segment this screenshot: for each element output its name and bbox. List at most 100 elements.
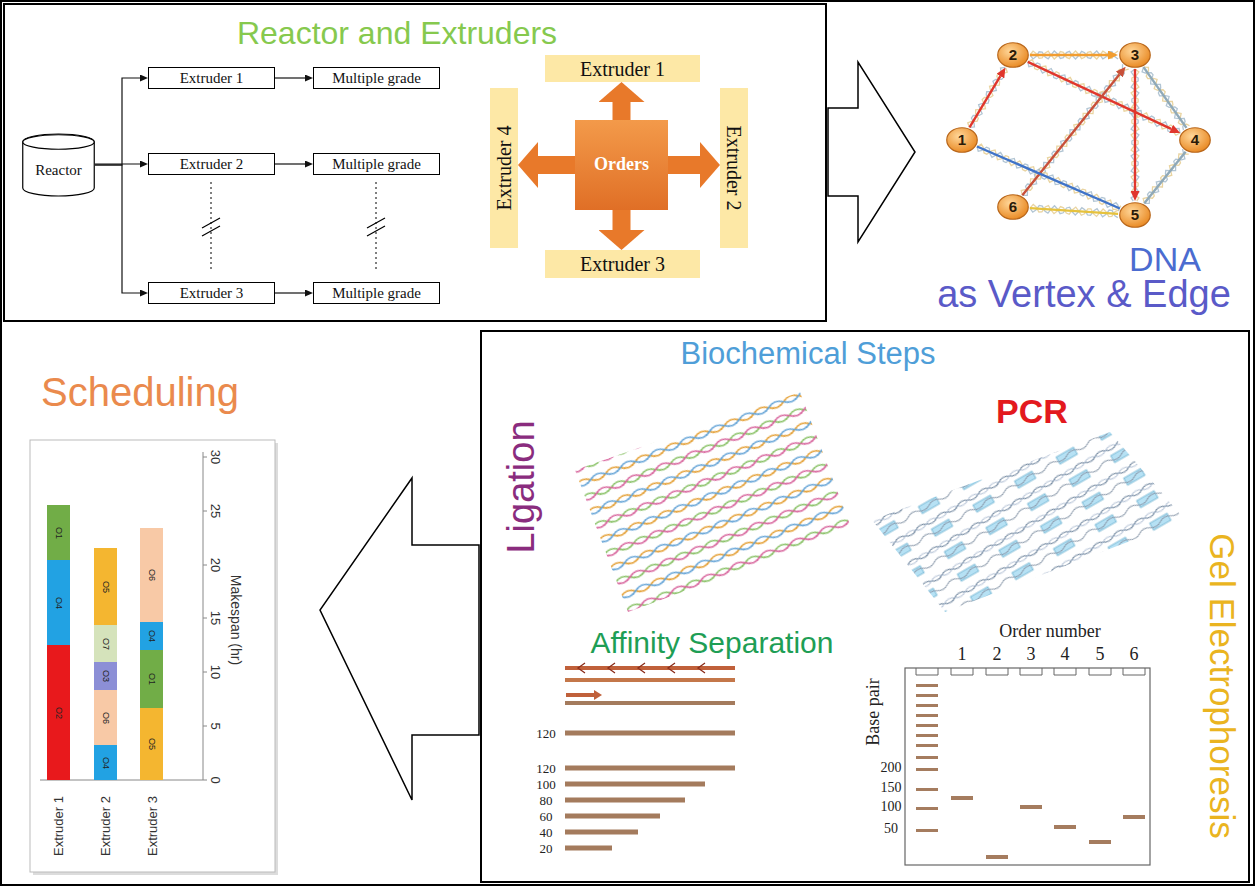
order-arrow [613,102,631,120]
schedule-bar-segment: O5 [140,708,163,780]
node-text: Extruder 4 [493,126,515,211]
cylinder-body [23,134,95,196]
process-box: Extruder 1 [148,67,275,89]
lane-number: 6 [1130,645,1139,665]
illustration-part [566,693,596,697]
axis-label: Base pair [864,678,884,745]
tick-label: 20 [208,558,222,572]
label-holder: 2 [993,645,1002,665]
flow-arrow-outline [828,62,915,242]
label-holder: 1 [958,645,967,665]
node-text: O1 [147,673,157,685]
schedule-bar-segment: O1 [47,505,70,560]
illustration-part [565,814,660,819]
cylinder-top [23,135,95,150]
dna-edge [1030,54,1108,56]
extruder-box: Extruder 3 [545,250,700,278]
node-text: Extruder 1 [180,70,244,87]
gel-plate [905,668,1150,865]
dna-edge [1028,62,1171,129]
illustration-part [594,690,602,700]
label-holder: 20 [540,839,553,857]
dna-edge [1144,67,1187,128]
label-holder: 0 [207,776,225,783]
node-text: Extruder 3 [580,253,665,275]
node-text: O4 [147,630,157,642]
illustration-part [367,218,385,236]
length-label: 120 [536,762,556,776]
label-holder: Extruder 3 [143,796,161,856]
flow-arrow [275,292,305,293]
illustration-part [565,830,638,835]
vertex-node: 3 [1119,42,1151,68]
dna-edge [1134,69,1136,191]
tick-label: 150 [881,780,902,795]
node-text: O4 [101,756,111,768]
vertex-ellipse [947,128,978,153]
label-holder: Base pair [864,678,884,745]
node-text: 2 [1009,47,1017,64]
illustration-part [905,668,1150,865]
dna-helix [1028,60,1181,136]
node-text: O6 [147,569,157,581]
process-box: Extruder 2 [148,153,275,175]
label-holder: Ligation [501,420,543,553]
illustration-part [1020,805,1042,809]
tick-label: 200 [881,760,902,775]
extruder-box: Extruder 2 [720,88,748,248]
node-text: 6 [1009,199,1017,216]
illustration-part [916,704,938,707]
label-holder: 40 [540,823,553,841]
schedule-bar-segment: O4 [140,622,163,650]
label-holder: 4 [1061,645,1070,665]
orders-hub: Orders [575,120,668,210]
illustration-part [916,668,1145,675]
reactor-cylinder: Reactor [22,134,95,196]
label-holder: 200 [881,758,902,776]
node-text: 5 [1131,207,1139,224]
bar-label: Extruder 2 [99,796,113,856]
node-text: O7 [101,637,111,649]
section-panel: Biochemical Steps [480,330,1250,883]
illustration-part [202,218,220,236]
length-label: 100 [536,778,556,792]
label-holder: 5 [1096,645,1105,665]
step-label: Scheduling [41,370,239,414]
dna-helix [1028,62,1180,134]
dna-edge [1030,208,1118,214]
heading-word: as Vertex & Edge [937,274,1231,316]
illustration-part [916,684,1145,859]
dna-helix [970,67,1006,127]
vertex-ellipse [998,43,1029,68]
illustration-part [916,734,938,737]
order-arrow [668,156,700,174]
illustration-part [916,724,938,727]
illustration-part [951,796,973,800]
node-text: Extruder 3 [180,285,244,302]
illustration-part [565,798,685,803]
illustration-part [211,182,212,272]
label-holder: Order number [999,622,1100,642]
label-holder: Makespan (hr) [227,575,245,665]
bar-label: Extruder 3 [146,796,160,856]
axis-label: Makespan (hr) [228,575,243,665]
dna-edge [977,147,1120,209]
extruder-box: Extruder 4 [490,88,518,248]
illustration-part [565,766,735,771]
illustration-part [203,457,207,780]
label-holder: Affinity Separation [591,626,834,659]
schedule-bar-segment: O6 [140,528,163,622]
label-holder: Scheduling [41,370,239,414]
dna-helix-group [968,51,1190,218]
order-arrow [613,210,631,230]
illustration-part [916,807,938,810]
label-holder: Extruder 1 [49,796,67,856]
label-holder: 50 [884,819,898,837]
label-holder: Extruder 2 [96,796,114,856]
flow-arrow [95,165,140,293]
label-holder: 120 [536,724,556,742]
dna-edge [1022,74,1119,195]
node-text: Extruder 1 [580,58,665,80]
node-text: O4 [54,596,64,608]
